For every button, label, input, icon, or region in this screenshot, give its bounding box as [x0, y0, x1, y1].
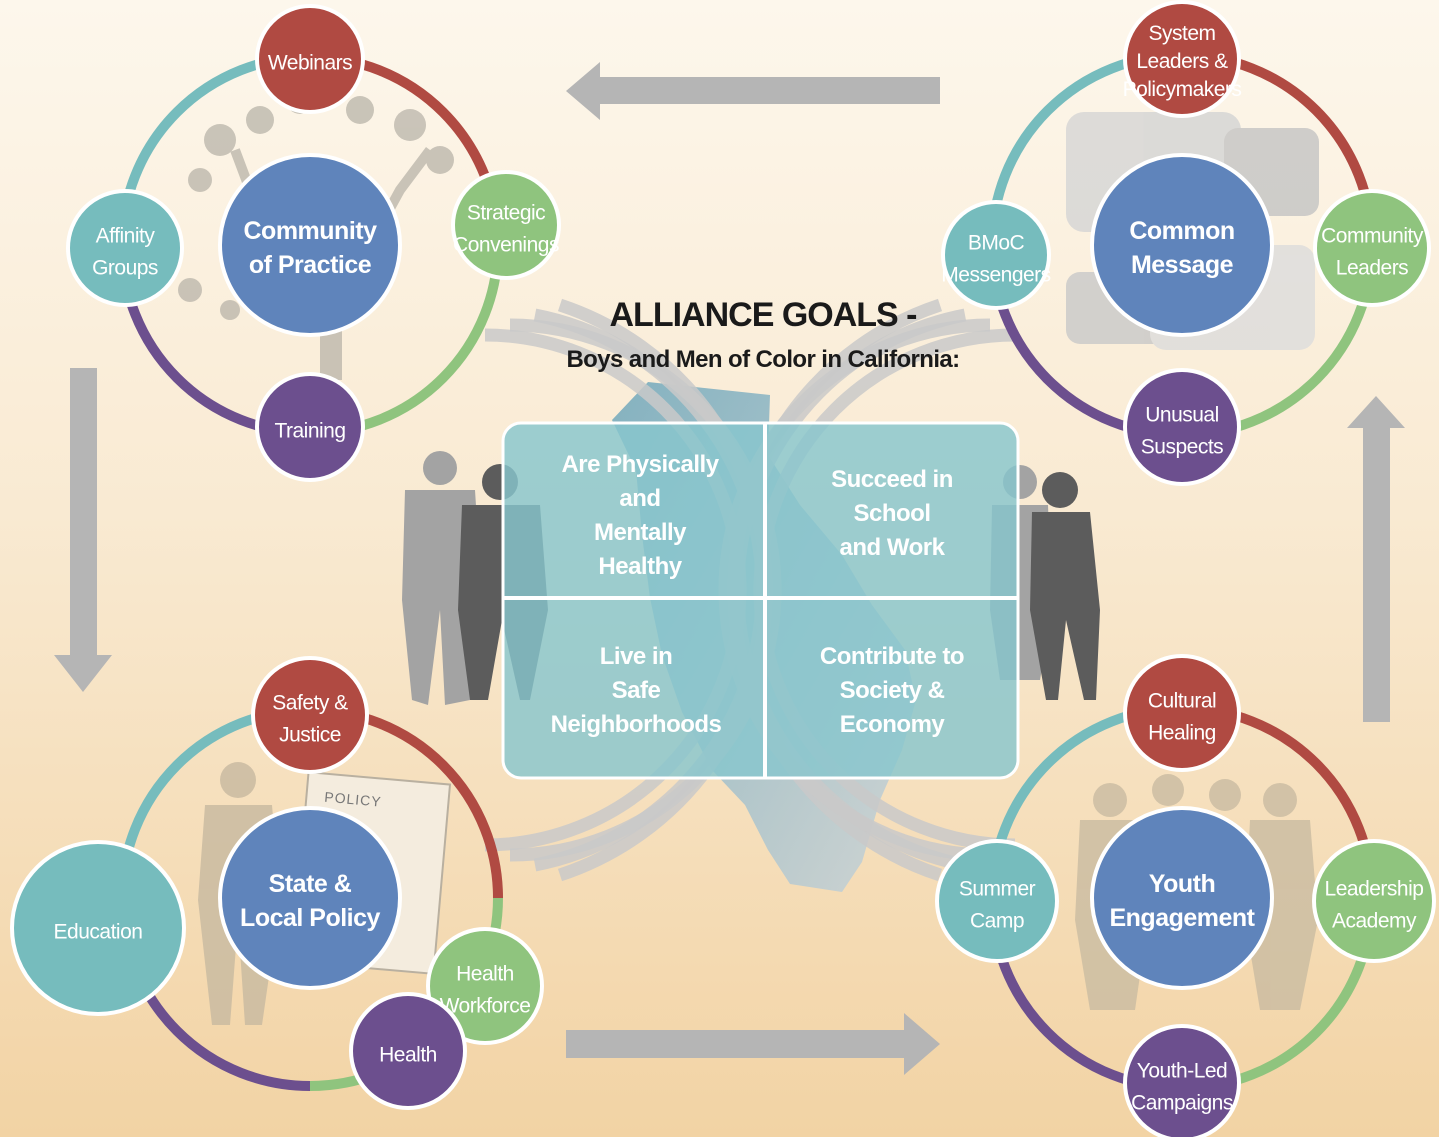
- goal-4-line-1: Contribute to: [820, 643, 964, 670]
- hub-community-of-practice-label-line-1: Community: [244, 217, 378, 245]
- node-strategic-convenings-label-line-1: Strategic: [467, 202, 545, 225]
- hub-common-message-label-line-1: Common: [1129, 217, 1234, 245]
- node-summer-camp-label-line-1: Summer: [959, 878, 1036, 901]
- hub-common-message-label-line-2: Message: [1131, 251, 1234, 279]
- node-bmoc-messengers: [941, 200, 1051, 310]
- node-system-leaders-and-policymakers-label-line-2: Leaders &: [1136, 50, 1228, 73]
- node-unusual-suspects-label-line-2: Suspects: [1141, 436, 1223, 459]
- node-community-leaders-label-line-1: Community: [1321, 225, 1424, 248]
- node-safety-and-justice-label-line-2: Justice: [279, 724, 341, 747]
- hub-youth-engagement-label-line-1: Youth: [1149, 870, 1215, 898]
- flow-arrows: [54, 62, 1405, 1075]
- arrow-up-right: [1347, 396, 1405, 722]
- node-safety-and-justice: [251, 656, 369, 774]
- hub-community-of-practice-label-line-2: of Practice: [249, 251, 372, 279]
- goal-1-line-1: Are Physically: [561, 451, 719, 478]
- node-affinity-groups-label-line-2: Groups: [92, 257, 158, 280]
- hub-state-local-policy-label-line-1: State &: [269, 870, 352, 898]
- goal-3-line-2: Safe: [612, 677, 661, 704]
- hub-state-local-policy: [218, 806, 402, 990]
- node-system-leaders-and-policymakers-label-line-3: Policymakers: [1123, 78, 1242, 101]
- node-community-leaders-label-line-2: Leaders: [1336, 257, 1408, 280]
- cluster-community-of-practice: Community of Practice WebinarsStrategicCon…: [66, 4, 561, 482]
- node-community-leaders: [1313, 189, 1431, 307]
- node-summer-camp-label-line-2: Camp: [970, 910, 1024, 933]
- node-strategic-convenings: [451, 170, 561, 280]
- node-cultural-healing: [1123, 654, 1241, 772]
- goal-1-line-4: Healthy: [598, 553, 682, 580]
- cluster-state-local-policy: POLICY State & Local Policy Safety & Justic…: [10, 656, 544, 1110]
- node-safety-and-justice-label-line-1: Safety &: [272, 692, 348, 715]
- hub-common-message: [1090, 153, 1274, 337]
- node-webinars-label-line-1: Webinars: [268, 52, 352, 75]
- node-summer-camp: [935, 839, 1059, 963]
- goals-panel: ALLIANCE GOALS - Boys and Men of Color i…: [501, 296, 1020, 780]
- goal-3-line-1: Live in: [600, 643, 673, 670]
- node-health-label-line-1: Health: [379, 1044, 437, 1067]
- node-affinity-groups-label-line-1: Affinity: [96, 225, 156, 248]
- node-education-label-line-1: Education: [54, 921, 143, 944]
- goal-1-line-3: Mentally: [594, 519, 687, 546]
- node-system-leaders-and-policymakers: [1123, 0, 1241, 118]
- node-health-workforce-label-line-2: Workforce: [440, 995, 531, 1018]
- arrow-right-bottom: [566, 1013, 940, 1075]
- node-education: [10, 840, 186, 1016]
- goal-3-line-3: Neighborhoods: [551, 711, 722, 738]
- goal-4-line-3: Economy: [840, 711, 946, 738]
- goal-2-line-1: Succeed in: [831, 466, 953, 493]
- node-leadership-academy-label-line-1: Leadership: [1325, 878, 1424, 901]
- node-cultural-healing-label-line-1: Cultural: [1148, 690, 1216, 713]
- hub-state-local-policy-label-line-2: Local Policy: [240, 904, 380, 932]
- goal-2-line-3: and Work: [840, 534, 946, 561]
- goal-1-line-2: and: [619, 485, 660, 512]
- goals-subtitle: Boys and Men of Color in California:: [566, 346, 959, 373]
- goal-4-line-2: Society &: [840, 677, 945, 704]
- node-health-workforce: [426, 927, 544, 1045]
- node-health: [349, 992, 467, 1110]
- node-bmoc-messengers-label-line-1: BMoC: [968, 232, 1025, 255]
- goals-title: ALLIANCE GOALS -: [610, 296, 917, 334]
- node-leadership-academy: [1312, 839, 1436, 963]
- goal-2-line-2: School: [853, 500, 930, 527]
- node-system-leaders-and-policymakers-label-line-1: System: [1148, 22, 1215, 45]
- arrow-left-top: [566, 62, 940, 120]
- node-cultural-healing-label-line-2: Healing: [1148, 722, 1216, 745]
- svg-text:POLICY: POLICY: [324, 789, 383, 810]
- node-strategic-convenings-label-line-2: Convenings: [453, 234, 559, 257]
- node-leadership-academy-label-line-2: Academy: [1332, 910, 1417, 933]
- node-training-label-line-1: Training: [274, 420, 345, 443]
- node-youth-led-campaigns-label-line-1: Youth-Led: [1137, 1060, 1227, 1083]
- node-bmoc-messengers-label-line-2: Messengers: [941, 264, 1050, 287]
- node-youth-led-campaigns: [1123, 1024, 1241, 1137]
- node-health-workforce-label-line-1: Health: [456, 963, 514, 986]
- arrow-down-left: [54, 368, 112, 692]
- hub-community-of-practice: [218, 153, 402, 337]
- node-unusual-suspects-label-line-1: Unusual: [1145, 404, 1219, 427]
- hub-youth-engagement-label-line-2: Engagement: [1109, 904, 1255, 932]
- node-webinars: [255, 4, 365, 114]
- node-unusual-suspects: [1123, 368, 1241, 486]
- node-training: [255, 372, 365, 482]
- hub-youth-engagement: [1090, 806, 1274, 990]
- node-affinity-groups: [66, 189, 184, 307]
- node-youth-led-campaigns-label-line-2: Campaigns: [1131, 1092, 1233, 1115]
